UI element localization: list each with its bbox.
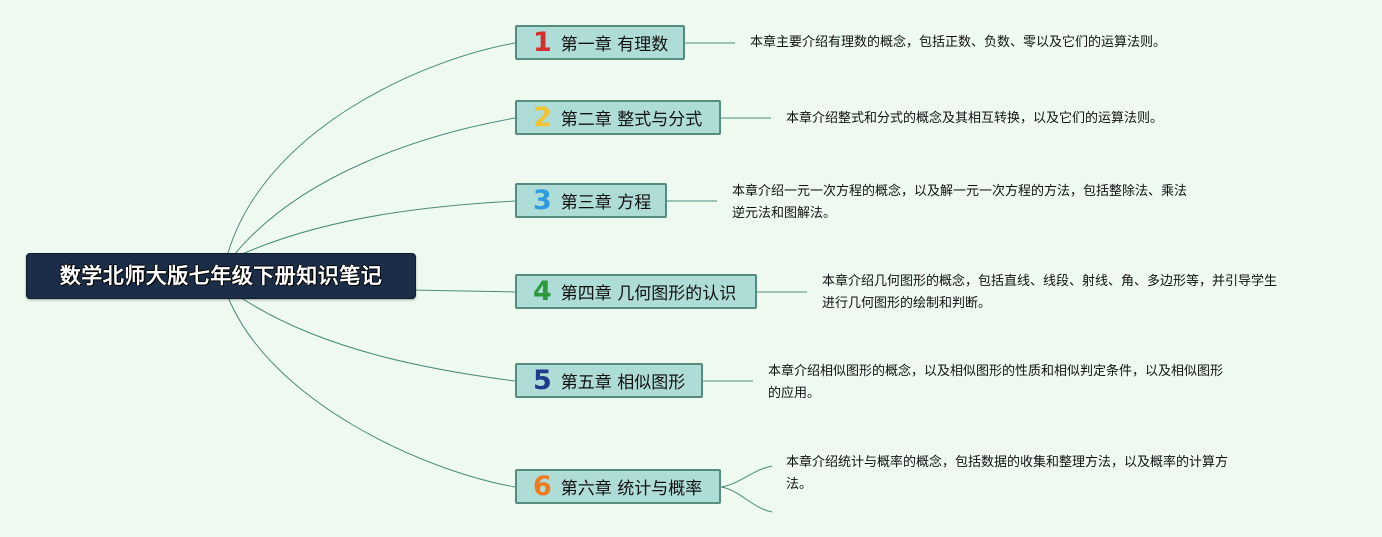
chapter-title-5: 第五章 相似图形 [560, 373, 686, 393]
description-line: 本章主要介绍有理数的概念，包括正数、负数、零以及它们的运算法则。 [750, 35, 1167, 50]
chapter-description-3: 本章介绍一元一次方程的概念，以及解一元一次方程的方法，包括整除法、乘法 逆元法和… [732, 181, 1187, 225]
description-line: 本章介绍几何图形的概念，包括直线、线段、射线、角、多边形等，并引导学生 [822, 274, 1278, 289]
chapter-title-4: 第四章 几何图形的认识 [560, 284, 737, 304]
chapter-title-2: 第二章 整式与分式 [560, 110, 703, 130]
chapter-description-6: 本章介绍统计与概率的概念，包括数据的收集和整理方法，以及概率的计算方 法。 [786, 452, 1228, 496]
chapter-number-5: 5 [533, 365, 552, 396]
chapter-node-6[interactable]: 6 第六章 统计与概率 [515, 469, 721, 504]
branch-connector-5 [239, 296, 516, 382]
description-line: 本章介绍一元一次方程的概念，以及解一元一次方程的方法，包括整除法、乘法 [732, 184, 1188, 199]
description-line: 本章介绍相似图形的概念，以及相似图形的性质和相似判定条件，以及相似图形 [768, 364, 1224, 379]
chapter-description-2: 本章介绍整式和分式的概念及其相互转换，以及它们的运算法则。 [786, 108, 1163, 130]
branch-connector-2 [233, 117, 516, 256]
description-line: 本章介绍整式和分式的概念及其相互转换，以及它们的运算法则。 [786, 111, 1164, 126]
desc-connector-6b [720, 486, 773, 513]
branch-connector-4 [413, 289, 516, 293]
chapter-node-2[interactable]: 2 第二章 整式与分式 [515, 100, 721, 135]
desc-connector-6a [720, 465, 773, 488]
chapter-number-1: 1 [533, 27, 552, 58]
chapter-number-6: 6 [533, 471, 552, 502]
chapter-description-5: 本章介绍相似图形的概念，以及相似图形的性质和相似判定条件，以及相似图形 的应用。 [768, 361, 1223, 405]
chapter-number-4: 4 [533, 276, 552, 307]
chapter-title-1: 第一章 有理数 [560, 35, 669, 55]
description-line: 逆元法和图解法。 [732, 206, 837, 221]
chapter-description-1: 本章主要介绍有理数的概念，包括正数、负数、零以及它们的运算法则。 [750, 32, 1166, 54]
chapter-title-3: 第三章 方程 [560, 193, 652, 213]
root-node[interactable]: 数学北师大版七年级下册知识笔记 [26, 253, 416, 299]
branch-connector-6 [227, 296, 516, 488]
description-line: 进行几何图形的绘制和判断。 [822, 296, 992, 311]
chapter-title-6: 第六章 统计与概率 [560, 479, 703, 499]
chapter-description-4: 本章介绍几何图形的概念，包括直线、线段、射线、角、多边形等，并引导学生 进行几何… [822, 271, 1277, 315]
chapter-number-3: 3 [533, 185, 552, 216]
chapter-node-3[interactable]: 3 第三章 方程 [515, 183, 667, 218]
description-line: 的应用。 [768, 386, 821, 401]
chapter-node-1[interactable]: 1 第一章 有理数 [515, 25, 685, 60]
chapter-node-5[interactable]: 5 第五章 相似图形 [515, 363, 703, 398]
description-line: 本章介绍统计与概率的概念，包括数据的收集和整理方法，以及概率的计算方 [786, 455, 1229, 470]
chapter-number-2: 2 [533, 102, 552, 133]
branch-connector-1 [227, 42, 516, 254]
branch-connector-3 [239, 200, 516, 256]
chapter-node-4[interactable]: 4 第四章 几何图形的认识 [515, 274, 757, 309]
description-line: 法。 [786, 477, 813, 492]
